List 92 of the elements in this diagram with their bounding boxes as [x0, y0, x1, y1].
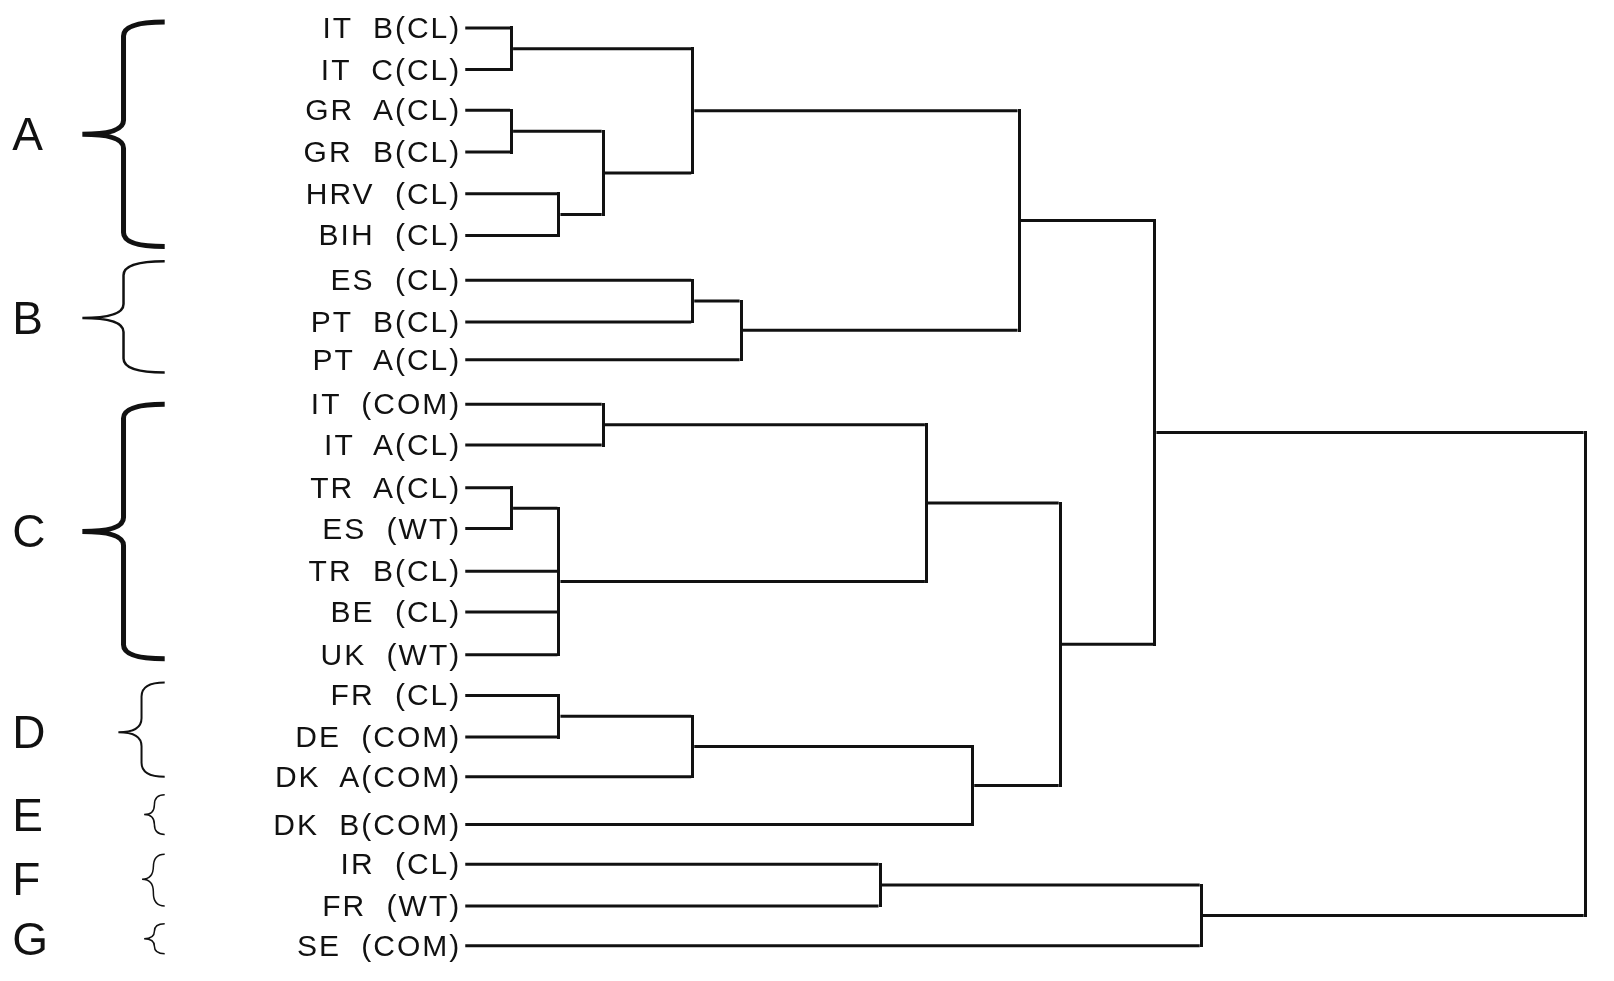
dendrogram-branch — [604, 423, 925, 427]
dendrogram-branch — [465, 443, 602, 447]
dendrogram-junction — [691, 47, 695, 175]
sample-label: BIH (CL) — [216, 217, 466, 254]
dendrogram-junction — [1153, 219, 1157, 646]
sample-label: BE (CL) — [216, 593, 466, 630]
sample-label: GR B(CL) — [216, 134, 466, 171]
sample-label: PT A(CL) — [216, 341, 466, 378]
dendrogram-junction — [878, 862, 882, 908]
sample-label: UK (WT) — [216, 636, 466, 673]
dendrogram-branch — [465, 278, 692, 282]
dendrogram-branch — [694, 299, 740, 303]
dendrogram-junction — [1017, 109, 1021, 332]
sample-label: HRV (CL) — [216, 175, 466, 212]
dendrogram-branch — [465, 234, 558, 237]
dendrogram-branch — [465, 192, 558, 196]
sample-label: DK A(COM) — [216, 758, 466, 795]
dendrogram-branch — [1020, 219, 1154, 223]
dendrogram-junction — [971, 745, 975, 826]
group-letter: F — [12, 854, 41, 905]
dendrogram-branch — [694, 109, 1018, 113]
dendrogram-branch — [560, 579, 925, 583]
dendrogram-branch — [1061, 642, 1154, 646]
sample-label: IT B(CL) — [216, 9, 466, 46]
dendrogram-branch — [974, 784, 1059, 788]
sample-label: FR (WT) — [216, 887, 466, 924]
dendrogram-branch — [465, 693, 558, 697]
dendrogram-branch — [560, 213, 602, 217]
dendrogram-junction — [1058, 501, 1062, 787]
sample-label: IT A(CL) — [216, 427, 466, 464]
dendrogram-junction — [601, 129, 605, 217]
sample-label: GR A(CL) — [216, 92, 466, 129]
dendrogram-branch — [465, 486, 511, 490]
dendrogram-branch — [927, 501, 1059, 505]
dendrogram-junction — [691, 278, 695, 324]
dendrogram-branch — [465, 735, 558, 739]
sample-label: TR B(CL) — [216, 553, 466, 590]
dendrogram-branch — [1202, 913, 1584, 917]
dendrogram-branch — [513, 506, 558, 510]
sample-label: FR (CL) — [216, 677, 466, 714]
dendrogram-junction — [1199, 883, 1203, 948]
sample-label: IR (CL) — [216, 846, 466, 883]
dendrogram-junction — [1583, 430, 1587, 917]
dendrogram-branch — [465, 150, 511, 154]
sample-label: IT C(CL) — [216, 51, 466, 88]
dendrogram-branch — [513, 129, 602, 133]
dendrogram-branch — [881, 883, 1200, 887]
dendrogram-branch — [465, 610, 558, 614]
dendrogram-branch — [465, 904, 879, 908]
dendrogram-branch — [465, 944, 1200, 948]
dendrogram-branch — [465, 527, 511, 530]
sample-label: TR A(CL) — [216, 469, 466, 506]
dendrogram-branch — [465, 320, 692, 324]
dendrogram-branch — [465, 358, 740, 362]
sample-label: ES (WT) — [216, 510, 466, 547]
sample-label: IT (COM) — [216, 386, 466, 423]
dendrogram-branch — [465, 108, 511, 112]
dendrogram-junction — [557, 506, 561, 657]
sample-label: DK B(COM) — [216, 806, 466, 843]
dendrogram-branch — [465, 862, 879, 866]
dendrogram-branch — [465, 653, 558, 657]
dendrogram-branch — [465, 68, 511, 72]
dendrogram-branch — [465, 569, 558, 573]
dendrogram-junction — [510, 26, 514, 72]
dendrogram-branch — [465, 823, 972, 826]
dendrogram-junction — [601, 402, 605, 447]
sample-label: DE (COM) — [216, 719, 466, 756]
dendrogram-branch — [465, 402, 602, 406]
group-letter: C — [12, 506, 46, 557]
dendrogram-junction — [510, 108, 514, 154]
dendrogram-branch — [465, 26, 511, 30]
dendrogram-branch — [694, 745, 972, 749]
dendrogram-junction — [924, 423, 928, 583]
dendrogram-junction — [557, 192, 561, 237]
sample-label: PT B(CL) — [216, 303, 466, 340]
dendrogram-branch — [560, 714, 692, 718]
group-letter: B — [12, 292, 44, 343]
sample-label: ES (CL) — [216, 262, 466, 299]
group-letter: D — [12, 707, 46, 758]
dendrogram-branch — [465, 775, 692, 779]
dendrogram-branch — [1156, 430, 1584, 434]
dendrogram-branch — [742, 328, 1018, 332]
group-letter: E — [12, 789, 44, 840]
dendrogram-junction — [510, 486, 514, 530]
group-letter: A — [12, 109, 44, 160]
dendrogram-junction — [691, 714, 695, 779]
sample-label: SE (COM) — [216, 927, 466, 964]
dendrogram-branch — [604, 171, 692, 175]
dendrogram-branch — [513, 47, 692, 51]
group-letter: G — [12, 913, 49, 964]
dendrogram-junction — [739, 299, 743, 362]
dendrogram-junction — [557, 693, 561, 739]
